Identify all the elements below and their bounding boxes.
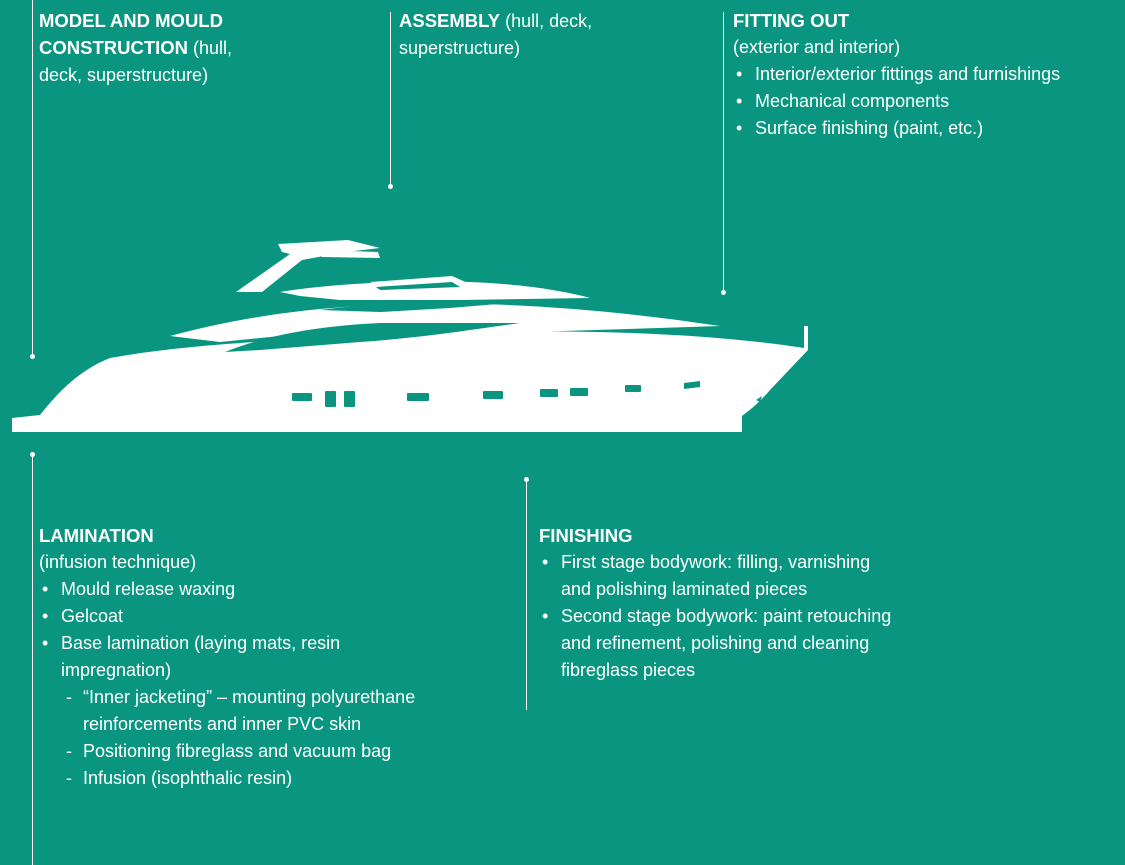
list-item: Surface finishing (paint, etc.) [733,115,1123,142]
assembly-title: ASSEMBLY [399,10,501,31]
lamination-list: Mould release waxing Gelcoat Base lamina… [39,576,509,684]
list-item-line: fibreglass pieces [561,660,696,680]
assembly-block: ASSEMBLY (hull, deck, superstructure) [399,7,699,62]
list-item-line: and polishing laminated pieces [561,579,808,599]
model-title-tail: (hull, [188,38,233,58]
model-line3: deck, superstructure) [39,65,209,85]
fitting-connector-line [723,12,724,292]
list-item-line: “Inner jacketing” – mounting polyurethan… [83,687,416,707]
fitting-connector-dot [721,290,726,295]
lamination-title: LAMINATION [39,525,154,546]
list-item: Infusion (isophthalic resin) [61,765,509,792]
model-block: MODEL AND MOULD CONSTRUCTION (hull, deck… [39,7,339,89]
list-item-line: First stage bodywork: filling, varnishin… [561,552,871,572]
list-item: Second stage bodywork: paint retouching a… [539,603,999,684]
fitting-list: Interior/exterior fittings and furnishin… [733,61,1123,142]
lamination-subtitle: (infusion technique) [39,552,197,572]
model-title-line1: MODEL AND MOULD [39,10,223,31]
list-item: Gelcoat [39,603,509,630]
fitting-subtitle: (exterior and interior) [733,37,901,57]
model-title-line2: CONSTRUCTION [39,37,189,58]
model-connector-dot [30,354,35,359]
yacht-silhouette-icon [12,240,808,432]
list-item: Base lamination (laying mats, resin impre… [39,630,509,684]
model-connector-line [32,0,33,356]
lamination-block: LAMINATION (infusion technique) Mould re… [39,522,509,792]
list-item-line: reinforcements and inner PVC skin [83,714,362,734]
list-item: Interior/exterior fittings and furnishin… [733,61,1123,88]
list-item: Mould release waxing [39,576,509,603]
assembly-line2: superstructure) [399,38,521,58]
list-item: “Inner jacketing” – mounting polyurethan… [61,684,509,738]
finishing-connector-line [526,480,527,710]
finishing-title: FINISHING [539,525,633,546]
assembly-connector-dot [388,184,393,189]
finishing-block: FINISHING First stage bodywork: filling,… [539,522,999,684]
list-item-line: Base lamination (laying mats, resin [61,633,341,653]
lamination-connector-line [32,455,33,865]
list-item-line: impregnation) [61,660,172,680]
lamination-sublist: “Inner jacketing” – mounting polyurethan… [61,684,509,792]
assembly-title-tail: (hull, deck, [500,11,593,31]
lamination-connector-dot [30,452,35,457]
list-item-line: and refinement, polishing and cleaning [561,633,870,653]
list-item: Mechanical components [733,88,1123,115]
fitting-block: FITTING OUT (exterior and interior) Inte… [733,7,1123,142]
list-item: Positioning fibreglass and vacuum bag [61,738,509,765]
finishing-list: First stage bodywork: filling, varnishin… [539,549,999,684]
list-item: First stage bodywork: filling, varnishin… [539,549,999,603]
list-item-line: Second stage bodywork: paint retouching [561,606,892,626]
fitting-title: FITTING OUT [733,10,850,31]
finishing-connector-dot [524,477,529,482]
assembly-connector-line [390,12,391,187]
